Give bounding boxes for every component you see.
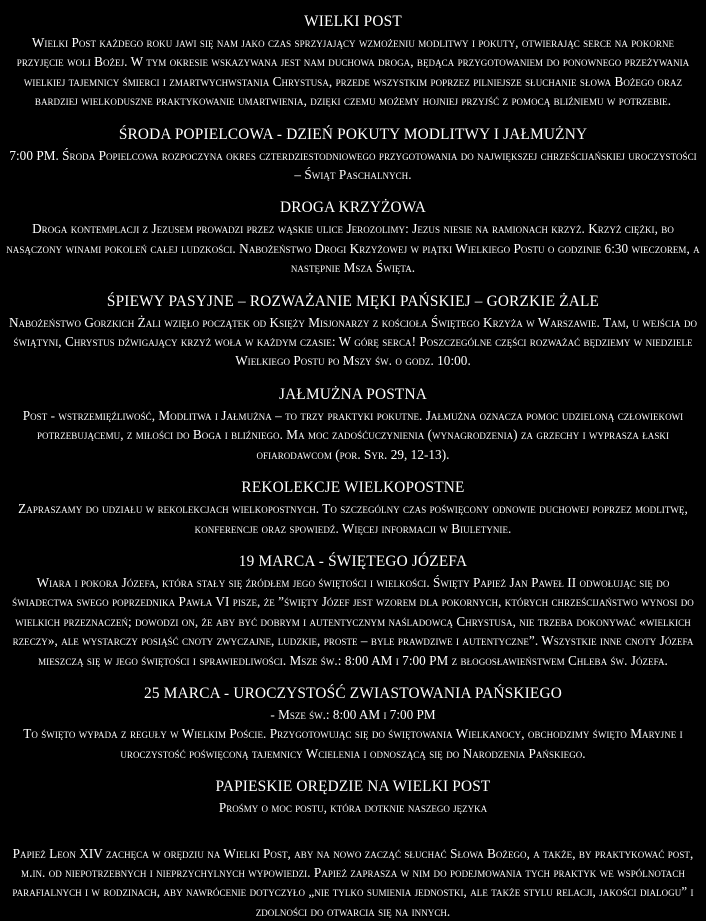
section-body-gorzkie-zale: Nabożeństwo Gorzkich Żali wzięło począte… — [8, 314, 698, 369]
section-spacer — [4, 670, 702, 684]
section-body-zwiastowanie: To święto wypada z reguły w Wielkim Pośc… — [23, 726, 683, 761]
section-spacer — [4, 371, 702, 385]
section-heading-papieskie-oredzie: PAPIESKIE ORĘDZIE NA WIELKI POST — [215, 778, 491, 796]
section-subheading-zwiastowanie: - Msze św.: 8:00 AM i 7:00 PM — [270, 706, 436, 722]
section-rekolekcje: REKOLEKCJE WIELKOPOSTNE Zapraszamy do ud… — [4, 478, 702, 538]
document-page: WIELKI POST Wielki Post każdego roku jaw… — [4, 0, 702, 919]
section-body-sroda-popielcowa: 7:00 PM. Środa Popielcowa rozpoczyna okr… — [9, 147, 697, 183]
top-spacer — [4, 0, 702, 12]
section-spacer — [4, 538, 702, 552]
section-papieskie-oredzie: PAPIESKIE ORĘDZIE NA WIELKI POST Prośmy … — [4, 777, 702, 921]
section-heading-gorzkie-zale: ŚPIEWY PASYJNE – ROZWAŻANIE MĘKI PAŃSKIE… — [106, 292, 600, 310]
section-spacer — [4, 763, 702, 777]
section-heading-droga-krzyzowa: DROGA KRZYŻOWA — [280, 199, 426, 217]
section-spacer — [4, 464, 702, 478]
section-body-droga-krzyzowa: Droga kontemplacji z Jezusem prowadzi pr… — [6, 221, 700, 276]
section-wielki-post: WIELKI POST Wielki Post każdego roku jaw… — [4, 12, 702, 111]
section-body-sw-jozef: Wiara i pokora Józefa, która stały się ź… — [12, 574, 694, 668]
paragraph-spacer — [4, 818, 702, 844]
section-body-papieskie-oredzie: Papież Leon XIV zachęca w orędziu na Wie… — [12, 845, 694, 919]
section-body-rekolekcje: Zapraszamy do udziału w rekolekcjach wie… — [18, 501, 688, 536]
section-sroda-popielcowa: ŚRODA POPIELCOWA - DZIEŃ POKUTY MODLITWY… — [4, 125, 702, 185]
section-subheading-papieskie-oredzie: Prośmy o moc postu, która dotknie naszeg… — [218, 800, 488, 816]
section-zwiastowanie: 25 MARCA - UROCZYSTOŚĆ ZWIASTOWANIA PAŃS… — [4, 684, 702, 763]
section-body-jalmuzna-postna: Post - wstrzemięźliwość, Modlitwa i Jałm… — [22, 407, 684, 462]
section-heading-sw-jozef: 19 MARCA - ŚWIĘTEGO JÓZEFA — [238, 552, 468, 570]
section-heading-zwiastowanie: 25 MARCA - UROCZYSTOŚĆ ZWIASTOWANIA PAŃS… — [144, 684, 562, 702]
section-heading-sroda-popielcowa: ŚRODA POPIELCOWA - DZIEŃ POKUTY MODLITWY… — [118, 125, 588, 143]
section-spacer — [4, 184, 702, 198]
section-spacer — [4, 111, 702, 125]
section-sw-jozef: 19 MARCA - ŚWIĘTEGO JÓZEFA Wiara i pokor… — [4, 552, 702, 670]
section-spacer — [4, 278, 702, 292]
section-jalmuzna-postna: JAŁMUŻNA POSTNA Post - wstrzemięźliwość,… — [4, 385, 702, 464]
section-heading-jalmuzna-postna: JAŁMUŻNA POSTNA — [279, 385, 427, 403]
section-heading-wielki-post: WIELKI POST — [304, 13, 402, 30]
section-droga-krzyzowa: DROGA KRZYŻOWA Droga kontemplacji z Jezu… — [4, 198, 702, 277]
section-body-wielki-post: Wielki Post każdego roku jawi się nam ja… — [16, 35, 690, 109]
section-gorzkie-zale: ŚPIEWY PASYJNE – ROZWAŻANIE MĘKI PAŃSKIE… — [4, 292, 702, 371]
section-heading-rekolekcje: REKOLEKCJE WIELKOPOSTNE — [241, 479, 465, 497]
